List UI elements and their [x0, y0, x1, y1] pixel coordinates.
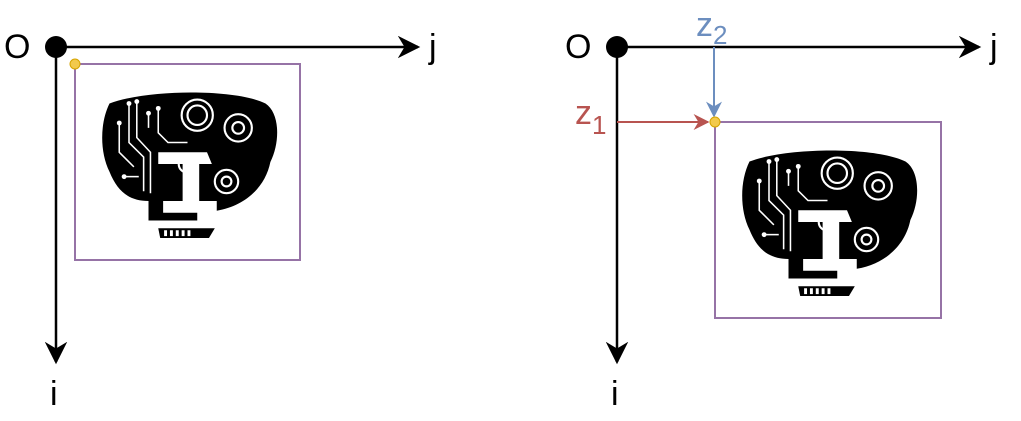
right-origin-label: O [565, 28, 591, 66]
z1-subscript: 1 [592, 110, 606, 140]
left-logo-image [100, 91, 279, 240]
z1-label: z1 [575, 94, 606, 140]
right-logo-image [740, 149, 919, 298]
z2-label: z2 [696, 6, 727, 50]
right-j-label: j [989, 28, 998, 66]
left-j-label: j [428, 28, 437, 66]
left-origin-label: O [4, 28, 30, 66]
right-corner-dot [709, 116, 721, 128]
right-i-label: i [611, 375, 619, 413]
left-image-frame [74, 63, 301, 261]
right-origin-dot [606, 36, 628, 58]
left-origin-dot [45, 36, 67, 58]
left-panel: O j i [4, 28, 437, 413]
z2-subscript: 2 [713, 20, 727, 50]
left-i-label: i [50, 375, 58, 413]
right-panel: O j i z1 z2 [565, 6, 998, 413]
right-image-frame [714, 121, 942, 319]
left-corner-dot [69, 58, 81, 70]
